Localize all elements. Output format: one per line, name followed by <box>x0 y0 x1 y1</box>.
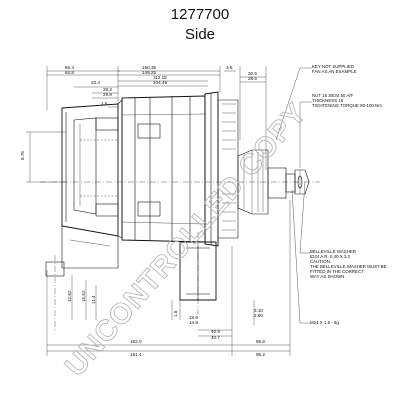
bottom-mid-dimension-labels: 18.6 14.8 1.5 <box>173 310 198 325</box>
dim-top-left-0: 86.4 <box>65 65 74 70</box>
dim-top-left-5: 1.6 <box>101 101 108 106</box>
thread-note: M24 X 1.5 - 6g <box>310 320 339 325</box>
top-right-dimension-labels: 3.5 30.5 28.5 <box>226 65 257 81</box>
dim-bottom-right-h-1: 40.7 <box>211 335 220 340</box>
note-pulley-1: FAN AS AN EXAMPLE <box>312 69 356 74</box>
bottom-right-dimension-labels: 3.10 2.80 40.9 40.7 96.8 95.2 <box>211 308 265 357</box>
washer-note: BELLEVILLE WASHER ID24 A.R. 0.40 X 3.2 C… <box>310 249 387 279</box>
dim-top-mid-0: 150.35 <box>142 65 156 70</box>
dim-left-vertical: 8.75 <box>20 151 25 160</box>
bottom-dimension-lines <box>46 200 291 356</box>
dim-top-right-1: 30.5 <box>248 71 257 76</box>
dim-bottom-right-h-0: 40.9 <box>211 329 220 334</box>
uncontrolled-copy-watermark: UNCONTROLLED COPY <box>59 97 313 383</box>
dim-top-mid-1: 149.25 <box>142 70 156 75</box>
dim-bottom-right-h-2: 96.8 <box>256 339 265 344</box>
note-washer-0: BELLEVILLE WASHER <box>310 249 356 254</box>
dim-bottom-left-1: 15.52 <box>81 290 86 302</box>
leader-lines <box>275 67 312 324</box>
top-dimension-lines <box>46 66 267 170</box>
pulley-note: KEY NOT SUPPLIED FAN AS AN EXAMPLE <box>312 64 356 74</box>
dim-bottom-right-v-0: 3.10 <box>254 308 263 313</box>
dim-bottom-mid-2: 1.5 <box>173 310 178 317</box>
note-nut-0: NUT 16 30/34 50 A/F <box>312 93 353 98</box>
dim-bottom-row-0: 182.0 <box>130 339 142 344</box>
dim-bottom-left-2: 11.4 <box>91 295 96 304</box>
center-lines <box>40 139 320 330</box>
note-washer-3: THE BELLEVILLE WASHER MUST BE <box>310 264 387 269</box>
note-nut-2: TIGHTENING TORQUE 80-100 Nm <box>312 103 382 108</box>
dim-top-mid-2: 112.15 <box>153 75 167 80</box>
dim-top-left-2: 23.4 <box>91 80 100 85</box>
dim-top-left-3: 28.2 <box>103 87 112 92</box>
part-number-title: 1277700 <box>170 6 230 23</box>
nut-note: NUT 16 30/34 50 A/F THICKNESS 16 TIGHTEN… <box>312 93 382 108</box>
top-mid-dimension-labels: 150.35 149.25 112.15 104.45 <box>142 65 167 85</box>
dim-bottom-mid-0: 18.6 <box>189 315 198 320</box>
note-thread: M24 X 1.5 - 6g <box>310 320 339 325</box>
dim-bottom-left-0: 12.62 <box>67 290 72 302</box>
view-label: Side <box>184 26 216 43</box>
note-washer-1: ID24 A.R. 0.40 X 3.2 <box>310 254 351 259</box>
bottom-row-dimension-labels: 182.0 181.4 <box>130 339 142 357</box>
dim-bottom-row-1: 181.4 <box>130 352 142 357</box>
dim-top-left-4: 29.8 <box>103 92 112 97</box>
alternator-body <box>45 91 310 301</box>
note-washer-5: WAY AS SHOWN <box>310 274 344 279</box>
note-washer-2: CAUTION: <box>310 259 331 264</box>
note-nut-1: THICKNESS 16 <box>312 98 344 103</box>
note-washer-4: FITTED IN THE CORRECT <box>310 269 364 274</box>
note-pulley-0: KEY NOT SUPPLIED <box>312 64 354 69</box>
dim-top-left-1: 84.8 <box>65 70 74 75</box>
left-vertical-dimension: 8.75 <box>20 131 66 183</box>
dim-top-right-0: 3.5 <box>226 65 233 70</box>
dim-bottom-right-h-3: 95.2 <box>256 352 265 357</box>
dim-bottom-right-v-1: 2.80 <box>254 313 263 318</box>
bottom-left-dimension-labels: 12.62 15.52 11.4 <box>67 290 96 304</box>
dim-top-mid-3: 104.45 <box>153 80 167 85</box>
top-left-dimension-labels: 86.4 84.8 23.4 28.2 29.8 1.6 <box>65 65 112 106</box>
dim-bottom-mid-1: 14.8 <box>189 320 198 325</box>
dim-top-right-2: 28.5 <box>248 76 257 81</box>
